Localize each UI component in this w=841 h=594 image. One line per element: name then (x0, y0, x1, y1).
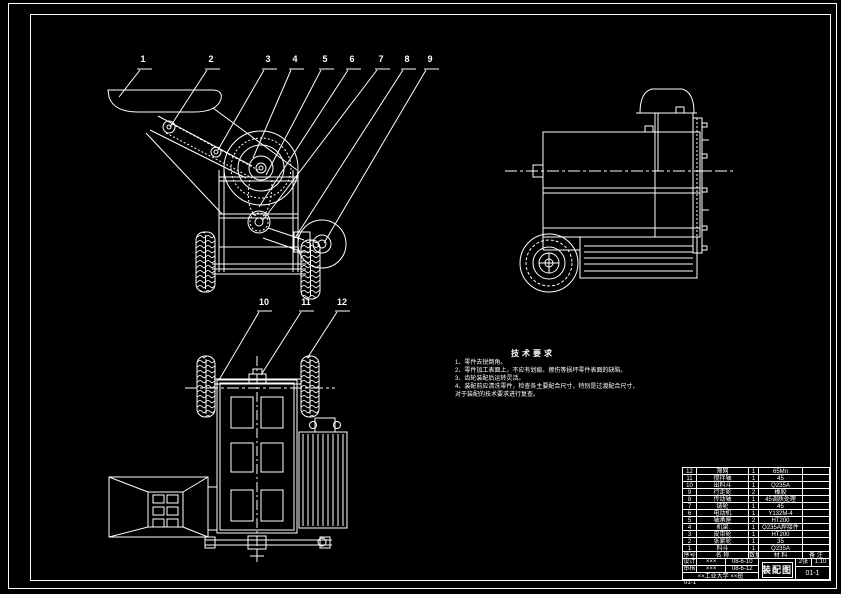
school-name: ××工业大学 ××班 (697, 574, 744, 580)
hopper-dome (636, 88, 697, 114)
hopper-neck (657, 112, 694, 133)
drawing-title-cell: 装配图 (759, 559, 796, 581)
callout-10: 10 (258, 297, 269, 307)
title-block-bottom: 设计 ××× 08-6-10 审核 ××× 08-6-12 ××工业大学 ××班… (683, 559, 829, 581)
sheet-count: 2张 (796, 559, 812, 566)
tech-line: 3、齿轮装配后运转灵活。 (455, 376, 525, 382)
tech-line: 2、零件加工表面上，不应有划痕、擦伤等损坏零件表面的缺陷。 (455, 368, 627, 374)
checker-name: ××× (697, 566, 727, 572)
mounting-plate (692, 117, 712, 254)
callout-11: 11 (301, 297, 311, 307)
top-callout-leaders (218, 310, 350, 381)
drawing-scale: 1:10 (814, 559, 827, 565)
side-wheel (519, 233, 579, 293)
callout-2: 2 (208, 54, 214, 64)
top-left-tire (196, 355, 216, 418)
technical-requirements: 技术要求 1、零件去锐倒角。 2、零件加工表面上，不应有划痕、擦伤等损坏零件表面… (455, 348, 643, 399)
belt-guard (542, 236, 698, 279)
callout-4: 4 (292, 54, 298, 64)
drawing-title: 装配图 (761, 562, 793, 578)
callout-12: 12 (336, 297, 347, 307)
front-right-tire (300, 239, 321, 300)
callout-9: 9 (427, 54, 433, 64)
main-pulley (223, 130, 299, 206)
body (542, 131, 701, 238)
footer-drawing-number: 01-1 (684, 580, 697, 586)
ribbed-screen (298, 417, 348, 529)
signature-block: 设计 ××× 08-6-10 审核 ××× 08-6-12 ××工业大学 ××班 (683, 559, 759, 581)
checker-label: 审核 (683, 566, 697, 572)
tension-pulley (162, 120, 176, 134)
housing (216, 379, 298, 534)
front-left-tire (195, 231, 216, 293)
frame (212, 170, 306, 275)
arm-pulley (210, 146, 222, 158)
side-view (505, 88, 733, 293)
front-callout-leaders (118, 68, 439, 244)
callout-1: 1 (140, 54, 146, 64)
tech-line: 4、装配前应清洗零件，检查各主要配合尺寸，特别是过渡配合尺寸， (455, 384, 639, 390)
front-view (107, 68, 439, 300)
callout-7: 7 (378, 54, 384, 64)
designer-label: 设计 (683, 559, 697, 565)
callout-3: 3 (265, 54, 271, 64)
bottom-axle (204, 535, 332, 562)
drawing-number: 01-1 (805, 570, 820, 577)
callout-8: 8 (404, 54, 410, 64)
top-view (108, 310, 350, 562)
bom-header-row: 序号名 称数量材 料备 注 (683, 552, 829, 559)
tech-requirements-title: 技术要求 (511, 349, 555, 358)
checker-date: 08-6-12 (731, 566, 753, 572)
discharge-funnel (108, 476, 218, 538)
designer-date: 08-6-10 (731, 559, 753, 565)
hopper-outline (107, 89, 222, 113)
top-right-tire (300, 355, 320, 418)
tech-line: 1、零件去锐倒角。 (455, 360, 507, 366)
scale-number-block: 2张 1:10 01-1 (796, 559, 829, 581)
callout-6: 6 (349, 54, 355, 64)
designer-name: ××× (697, 559, 727, 565)
tech-line: 对于装配的技术要求进行复查。 (455, 392, 540, 398)
sheet-border (8, 3, 837, 589)
callout-5: 5 (322, 54, 328, 64)
